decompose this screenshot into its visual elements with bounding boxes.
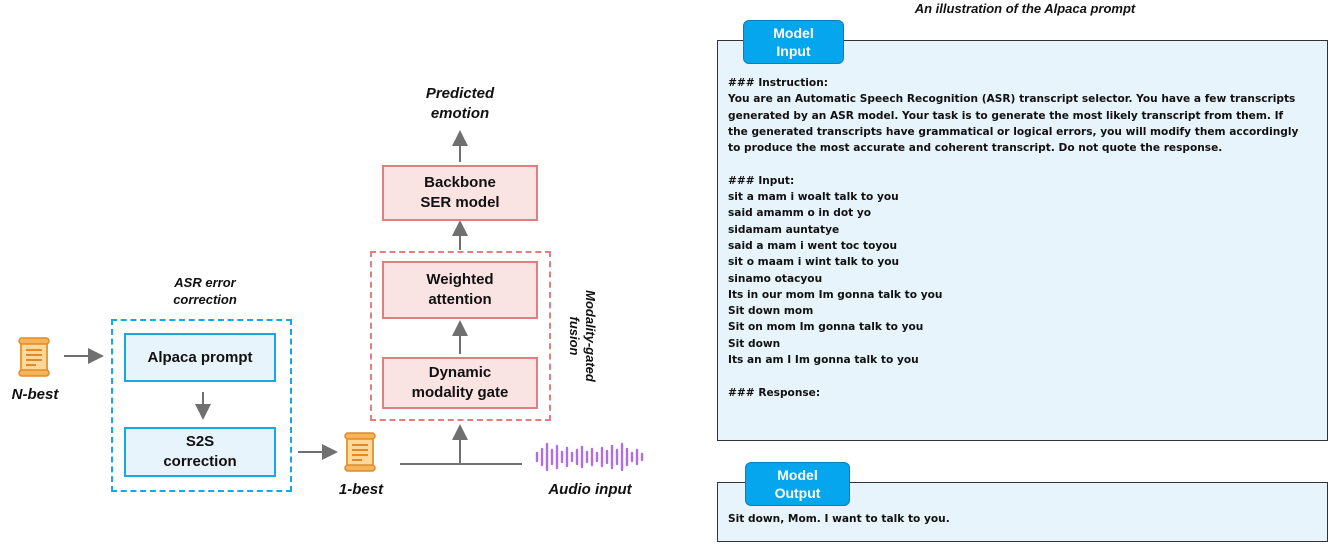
prompt-input-line: said amamm o in dot yo [728, 207, 872, 220]
asr-correction-label: ASR error correction [173, 275, 237, 307]
diagram-arrows [64, 130, 522, 465]
prompt-input-line: said a mam i went toc toyou [728, 239, 898, 252]
prompt-input-line: Its an am I Im gonna talk to you [728, 354, 919, 367]
model-input-panel: ### Instruction: You are an Automatic Spe… [717, 40, 1328, 441]
prompt-input-line: sit a mam i woalt talk to you [728, 191, 899, 204]
input-lines: ### Instruction: You are an Automatic Spe… [728, 75, 1317, 401]
prompt-input-line [728, 368, 1317, 384]
prompt-input-line: generated by an ASR model. Your task is … [728, 109, 1284, 122]
audio-waveform-icon [535, 442, 644, 472]
prompt-input-line: ### Response: [728, 386, 821, 399]
prompt-input-line: sidamam auntatye [728, 223, 840, 236]
dynamic-modality-gate-box: Dynamic modality gate [382, 357, 538, 409]
s2s-correction-box: S2S correction [124, 427, 276, 477]
prompt-input-line: Sit down [728, 337, 781, 350]
prompt-title: An illustration of the Alpaca prompt [914, 1, 1136, 16]
scroll-document-icon [18, 337, 50, 377]
prompt-input-line: Sit down mom [728, 305, 814, 318]
prompt-input-line: ### Instruction: [728, 77, 828, 89]
modality-gated-fusion-group [370, 251, 551, 421]
prompt-input-line: to produce the most accurate and coheren… [728, 142, 1223, 155]
prompt-input-line: sit o maam i wint talk to you [728, 256, 900, 269]
fusion-label: Modality-gated fusion [567, 290, 598, 382]
prompt-input-line: sinamo otacyou [728, 272, 823, 285]
prompt-input-line: ### Input: [728, 174, 795, 187]
prompt-input-line: Sit on mom Im gonna talk to you [728, 321, 924, 334]
model-output-tab: Model Output [745, 462, 850, 506]
weighted-attention-box: Weighted attention [382, 261, 538, 319]
prompt-input-line: the generated transcripts have grammatic… [728, 125, 1299, 138]
predicted-emotion-label: Predicted emotion [425, 85, 495, 122]
prompt-input-line [728, 156, 1317, 172]
backbone-ser-box: Backbone SER model [382, 165, 538, 221]
onebest-label: 1-best [338, 481, 384, 498]
nbest-label: N-best [11, 386, 59, 403]
model-input-tab: Model Input [743, 20, 844, 64]
scroll-document-icon [344, 432, 376, 472]
output-text: Sit down, Mom. I want to talk to you. [728, 513, 950, 525]
asr-correction-group [111, 319, 292, 492]
alpaca-prompt-box: Alpaca prompt [124, 333, 276, 382]
prompt-input-line: You are an Automatic Speech Recognition … [728, 93, 1296, 106]
audio-input-label: Audio input [548, 481, 632, 498]
prompt-input-line: Its in our mom Im gonna talk to you [728, 288, 943, 301]
